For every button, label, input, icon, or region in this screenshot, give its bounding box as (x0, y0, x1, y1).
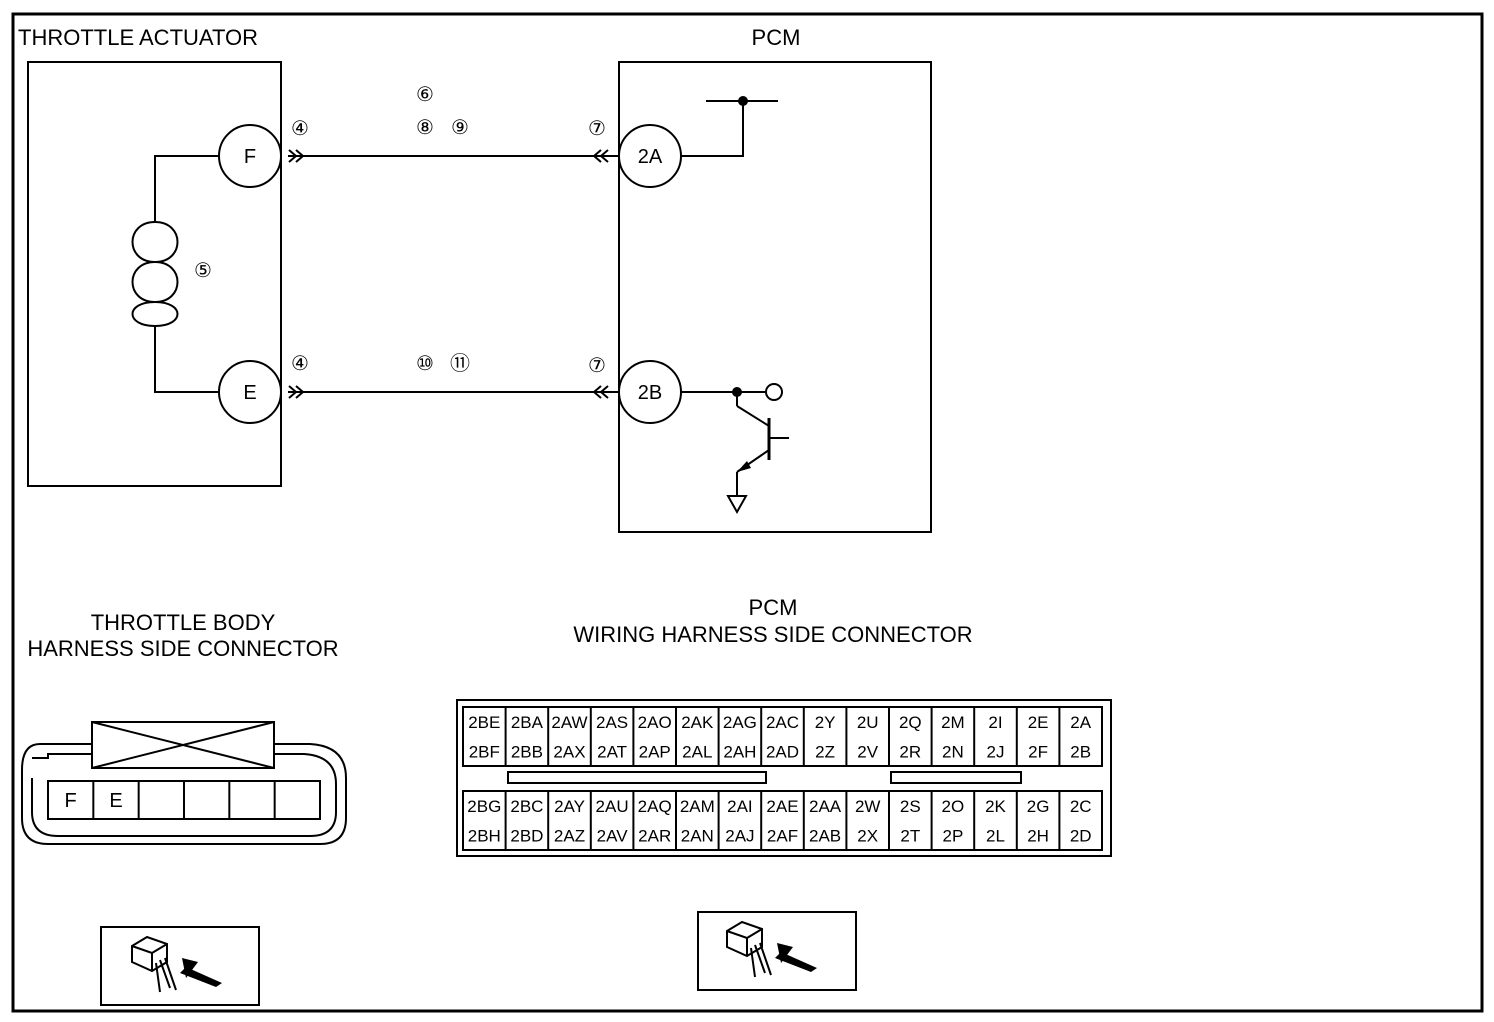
ground-icon (726, 495, 748, 515)
pcm-connector-pin: 2AE (766, 797, 798, 816)
pcm-connector-pin: 2AF (767, 826, 798, 845)
pcm-connector-pin: 2W (855, 797, 881, 816)
pcm-connector-pin: 2BF (469, 742, 500, 761)
pcm-connector-pin: 2AV (597, 826, 629, 845)
terminal-e: E (218, 360, 282, 424)
pcm-connector-pin: 2BB (511, 742, 543, 761)
throttle-connector-pin: F (65, 790, 77, 812)
pcm-connector-pin: 2R (899, 742, 921, 761)
pcm-connector-pin: 2AO (638, 713, 672, 732)
pcm-connector-pin: 2O (942, 797, 965, 816)
pcm-connector-pin: 2AZ (554, 826, 585, 845)
pcm-connector-pin: 2AA (809, 797, 842, 816)
pcm-connector-pin: 2J (987, 742, 1005, 761)
pcm-connector-pin: 2BH (468, 826, 501, 845)
pcm-connector-pin: 2Y (815, 713, 836, 732)
pcm-connector-pin: 2AW (551, 713, 587, 732)
pcm-connector-pin: 2H (1027, 826, 1049, 845)
terminal-2b: 2B (618, 360, 682, 424)
pcm-connector-pin: 2AB (809, 826, 841, 845)
callout-6: ⑥ (416, 84, 434, 106)
pcm-connector-pin: 2AD (766, 742, 799, 761)
throttle-actuator-title: THROTTLE ACTUATOR (18, 25, 258, 50)
harness-connector-view-icon (697, 911, 857, 991)
pcm-connector-title-line1: PCM (749, 595, 798, 620)
pcm-title: PCM (752, 25, 801, 50)
pcm-connector-pin: 2AS (596, 713, 628, 732)
pcm-connector-pin: 2BC (510, 797, 543, 816)
pcm-connector-pin: 2C (1070, 797, 1092, 816)
pcm-connector-pin: 2BA (511, 713, 544, 732)
throttle-connector-pin: E (109, 790, 122, 812)
pcm-connector-title-line2: WIRING HARNESS SIDE CONNECTOR (573, 622, 972, 647)
pcm-connector-pin: 2B (1070, 742, 1091, 761)
pcm-connector-pin: 2AL (682, 742, 712, 761)
pcm-connector-pin: 2T (900, 826, 920, 845)
pcm-connector-pin: 2AQ (638, 797, 672, 816)
pcm-box (618, 61, 932, 533)
pcm-connector-pin: 2K (985, 797, 1006, 816)
pcm-connector-pin: 2AP (639, 742, 671, 761)
pcm-connector-pin: 2AY (554, 797, 585, 816)
pcm-connector-pin: 2AK (681, 713, 714, 732)
throttle-body-title-line2: HARNESS SIDE CONNECTOR (27, 636, 338, 661)
callout-4-bottom: ④ (291, 353, 309, 375)
terminal-2b-label: 2B (638, 382, 662, 404)
pcm-connector-pin: 2E (1028, 713, 1049, 732)
pcm-connector-pin: 2F (1028, 742, 1048, 761)
harness-connector-view-icon (100, 926, 260, 1006)
pcm-connector-pin: 2AC (766, 713, 799, 732)
callout-8: ⑧ (416, 117, 434, 139)
pcm-connector-pin: 2AX (553, 742, 585, 761)
power-supply-node (681, 96, 778, 157)
motor-coil (131, 155, 218, 393)
callout-9: ⑨ (451, 117, 469, 139)
pcm-connector-pin: 2Z (815, 742, 835, 761)
pcm-connector-pin: 2P (943, 826, 964, 845)
pcm-connector-pin: 2AH (723, 742, 756, 761)
callout-4-top: ④ (291, 118, 309, 140)
pcm-connector-pin: 2AG (723, 713, 757, 732)
terminal-f: F (218, 124, 282, 188)
pcm-connector-pin: 2I (988, 713, 1002, 732)
pcm-connector-pin: 2AI (727, 797, 753, 816)
outer-frame (11, 12, 1484, 1013)
pcm-connector-pin: 2D (1070, 826, 1092, 845)
callout-10: ⑩ (416, 353, 434, 375)
pcm-connector-pin: 2U (857, 713, 879, 732)
pcm-connector-pin: 2BE (468, 713, 500, 732)
callout-11: ⑪ (450, 352, 470, 375)
terminal-f-label: F (244, 146, 256, 168)
connector-chevron-icon (288, 149, 609, 399)
pcm-connector-pin: 2BD (510, 826, 543, 845)
pcm-connector-pin: 2L (986, 826, 1005, 845)
pcm-connector-pin: 2S (900, 797, 921, 816)
pcm-connector-pin: 2AN (681, 826, 714, 845)
callout-7-top: ⑦ (588, 118, 606, 140)
pcm-connector-pin: 2AT (597, 742, 627, 761)
pcm-connector-pin: 2X (857, 826, 878, 845)
pcm-connector-pin: 2BG (467, 797, 501, 816)
pcm-connector-pin: 2AU (596, 797, 629, 816)
pcm-connector-pin: 2AR (638, 826, 671, 845)
throttle-actuator-box (27, 61, 282, 487)
pcm-connector-pin: 2V (857, 742, 878, 761)
pcm-connector-pin: 2A (1070, 713, 1091, 732)
throttle-body-title-line1: THROTTLE BODY (91, 610, 276, 635)
pcm-connector-pin: 2G (1027, 797, 1050, 816)
terminal-2a: 2A (618, 124, 682, 188)
callout-5: ⑤ (194, 260, 212, 282)
terminal-e-label: E (243, 382, 256, 404)
pcm-connector-pin: 2N (942, 742, 964, 761)
callout-7-bottom: ⑦ (588, 355, 606, 377)
pcm-connector-pin: 2M (941, 713, 965, 732)
pcm-wiring-connector: 2BE 2BA 2AW 2AS 2AO 2AK 2AG 2AC 2Y 2U 2Q 2M 2I 2E 2A 2B… (456, 699, 1112, 857)
transistor-driver (681, 383, 789, 496)
terminal-2a-label: 2A (638, 146, 663, 168)
pcm-connector-pin: 2AJ (725, 826, 754, 845)
pcm-connector-pin: 2AM (680, 797, 715, 816)
pcm-connector-pin: 2Q (899, 713, 922, 732)
